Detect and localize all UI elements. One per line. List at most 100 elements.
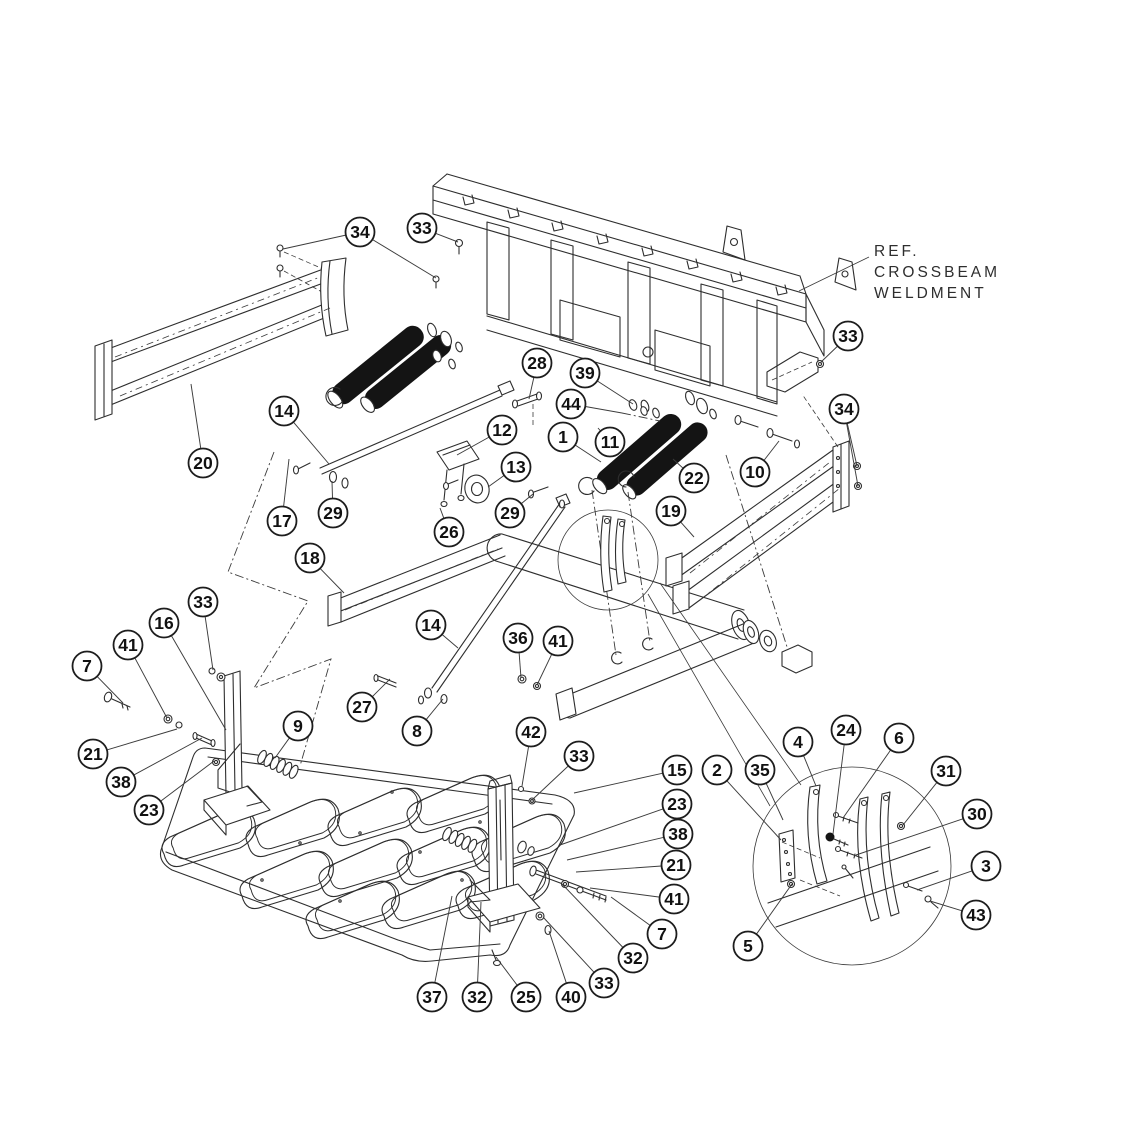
balloon-number: 11 xyxy=(601,432,620,452)
leader-line-21 xyxy=(106,728,178,751)
roller-pair-middle xyxy=(578,390,717,500)
callout-balloon-27: 27 xyxy=(346,691,378,723)
balloon-number: 41 xyxy=(548,631,568,651)
callout-balloon-38: 38 xyxy=(662,818,694,850)
callout-balloon-13: 13 xyxy=(500,451,532,483)
balloon-circle xyxy=(486,414,518,446)
callout-balloon-37: 37 xyxy=(416,981,448,1013)
leader-line-15 xyxy=(573,772,663,794)
callout-balloon-35: 35 xyxy=(744,754,776,786)
balloon-circle xyxy=(266,505,298,537)
crossbeam-weldment xyxy=(276,173,857,417)
callout-balloon-26: 26 xyxy=(433,516,465,548)
s-hook xyxy=(325,386,343,406)
detail-circle-latch xyxy=(752,766,952,966)
callout-balloon-36: 36 xyxy=(502,622,534,654)
leader-line-2 xyxy=(726,780,782,841)
balloon-number: 2 xyxy=(712,760,722,780)
callout-balloon-5: 5 xyxy=(732,930,764,962)
balloon-number: 8 xyxy=(412,721,422,741)
balloon-number: 6 xyxy=(894,728,904,748)
panel-cutout xyxy=(161,808,256,868)
spring xyxy=(442,826,478,853)
balloon-circle xyxy=(515,716,547,748)
balloon-circle xyxy=(594,426,626,458)
balloon-circle xyxy=(71,650,103,682)
callout-balloon-33: 33 xyxy=(187,586,219,618)
balloon-number: 4 xyxy=(793,732,803,752)
balloon-circle xyxy=(739,456,771,488)
callout-balloon-22: 22 xyxy=(678,462,710,494)
balloon-circle xyxy=(569,357,601,389)
balloon-circle xyxy=(401,715,433,747)
balloon-number: 21 xyxy=(666,855,686,875)
balloon-number: 5 xyxy=(743,936,753,956)
callout-balloon-30: 30 xyxy=(961,798,993,830)
balloon-number: 7 xyxy=(657,924,667,944)
callout-balloon-9: 9 xyxy=(282,710,314,742)
balloon-circle xyxy=(555,981,587,1013)
s-hook xyxy=(578,476,595,495)
callout-balloon-3: 3 xyxy=(970,850,1002,882)
callout-balloon-15: 15 xyxy=(661,754,693,786)
balloon-circle xyxy=(660,849,692,881)
balloon-number: 37 xyxy=(422,987,441,1007)
left-bracket-assembly xyxy=(103,667,299,836)
balloon-circle xyxy=(510,981,542,1013)
balloon-circle xyxy=(461,981,493,1013)
leader-line-41 xyxy=(134,657,168,719)
balloon-number: 23 xyxy=(667,794,687,814)
balloon-number: 29 xyxy=(323,503,343,523)
balloon-leaders xyxy=(96,232,973,986)
callout-balloon-41: 41 xyxy=(112,629,144,661)
balloon-number: 26 xyxy=(439,522,459,542)
leader-line-5 xyxy=(756,883,793,935)
leader-line-23 xyxy=(559,808,664,846)
balloon-number: 21 xyxy=(83,744,103,764)
balloon-number: 23 xyxy=(139,800,159,820)
leader-line-34 xyxy=(846,422,858,467)
balloon-circle xyxy=(828,393,860,425)
leader-line-41 xyxy=(589,887,660,898)
balloon-number: 34 xyxy=(834,399,854,419)
balloon-circle xyxy=(961,798,993,830)
balloon-circle xyxy=(655,495,687,527)
callout-balloon-33: 33 xyxy=(406,212,438,244)
leader-line-7 xyxy=(610,896,651,926)
right-arm-weldment xyxy=(665,393,863,615)
callout-balloon-43: 43 xyxy=(960,899,992,931)
callout-balloon-1: 1 xyxy=(547,421,579,453)
ref-crossbeam-weldment-label: REF. CROSSBEAM WELDMENT xyxy=(874,243,1001,302)
balloon-circle xyxy=(521,347,553,379)
balloon-number: 16 xyxy=(154,613,174,633)
leader-line-34 xyxy=(282,234,346,250)
callout-balloon-33: 33 xyxy=(588,967,620,999)
leader-line-40 xyxy=(548,930,567,984)
callout-balloon-12: 12 xyxy=(486,414,518,446)
leader-line-31 xyxy=(902,782,938,826)
balloon-number: 43 xyxy=(966,905,986,925)
panel-cutout xyxy=(455,860,550,920)
balloon-circle xyxy=(547,421,579,453)
balloon-circle xyxy=(433,516,465,548)
balloon-circle xyxy=(661,788,693,820)
balloon-number: 41 xyxy=(118,635,138,655)
balloon-circle xyxy=(416,981,448,1013)
balloon-number: 17 xyxy=(272,511,291,531)
callout-balloon-34: 34 xyxy=(828,393,860,425)
balloon-circle xyxy=(344,216,376,248)
callout-balloon-38: 38 xyxy=(105,766,137,798)
callout-balloon-7: 7 xyxy=(646,918,678,950)
balloon-circle xyxy=(415,609,447,641)
detail-circle-tensioner xyxy=(557,509,659,611)
leader-line-12 xyxy=(456,436,490,456)
pin-28 xyxy=(511,391,648,416)
balloon-number: 9 xyxy=(293,716,303,736)
balloon-number: 15 xyxy=(667,760,687,780)
balloon-number: 27 xyxy=(352,697,371,717)
balloon-circle xyxy=(883,722,915,754)
balloon-number: 14 xyxy=(274,401,294,421)
leader-line-13 xyxy=(487,475,505,488)
idler-bracket xyxy=(436,440,549,508)
